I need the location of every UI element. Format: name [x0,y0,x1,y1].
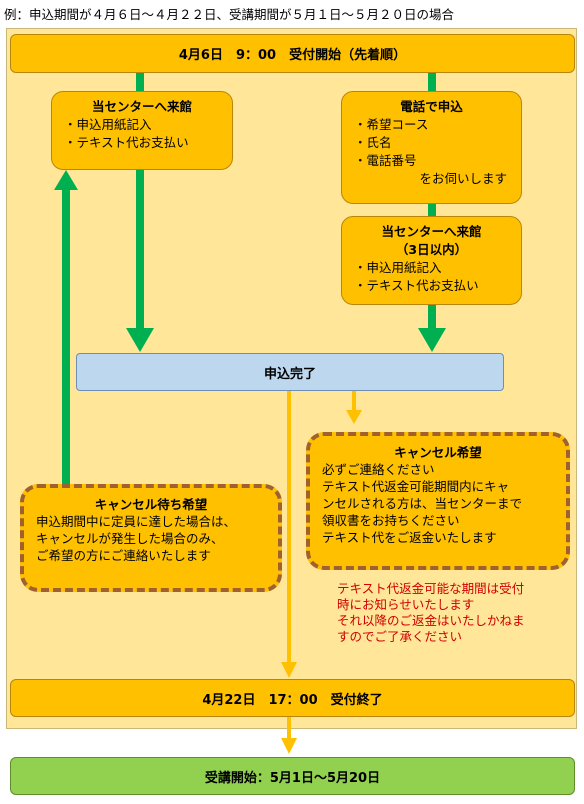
visit-within-3days-box: 当センターへ来館 （3日以内） 申込用紙記入 テキスト代お支払い [341,216,522,305]
course-start-bar: 受講開始：5月1日〜5月20日 [10,757,575,795]
phone-apply-title: 電話で申込 [400,99,463,114]
refund-note-line: 時にお知らせいたします [337,597,475,612]
refund-note-line: それ以降のご返金はいたしかねま [337,613,525,628]
arrowhead-done-to-end [281,662,297,678]
phone-apply-item: 希望コース [352,116,511,134]
arrowhead-visit-to-done [126,328,154,352]
application-complete-bar: 申込完了 [76,353,504,391]
example-caption: 例：申込期間が４月６日〜４月２２日、受講期間が５月１日〜５月２０日の場合 [4,7,455,22]
refund-note: テキスト代返金可能な期間は受付 時にお知らせいたします それ以降のご返金はいたし… [337,581,577,645]
cancel-request-line: テキスト代返金可能期間内にキャ [322,479,510,494]
visit-center-item: 申込用紙記入 [62,116,222,134]
arrowhead-done-to-cancel [346,410,362,424]
visit3-item: テキスト代お支払い [352,277,511,295]
phone-apply-box: 電話で申込 希望コース 氏名 電話番号 をお伺いします [341,91,522,204]
visit-center-title: 当センターへ来館 [91,99,192,114]
phone-apply-item: 氏名 [352,134,511,152]
refund-note-line: テキスト代返金可能な期間は受付 [337,581,525,596]
arrowhead-waitlist-to-visit [54,170,78,190]
visit3-item: 申込用紙記入 [352,259,511,277]
visit-center-box: 当センターへ来館 申込用紙記入 テキスト代お支払い [51,91,233,170]
cancel-request-line: ンセルされる方は、当センターまで [322,496,523,511]
cancel-request-line: 必ずご連絡ください [322,462,435,477]
visit-center-item: テキスト代お支払い [62,134,222,152]
cancel-request-title: キャンセル希望 [394,445,482,460]
waitlist-request-box: キャンセル待ち希望 申込期間中に定員に達した場合は、 キャンセルが発生した場合の… [20,484,282,592]
cancel-request-line: テキスト代をご返金いたします [322,530,497,545]
waitlist-line: ご希望の方にご連絡いたします [36,548,211,563]
visit3-title: 当センターへ来館 [381,224,482,239]
phone-apply-item: 電話番号 [352,152,511,170]
waitlist-line: 申込期間中に定員に達した場合は、 [36,514,237,529]
cancel-request-line: 領収書をお持ちください [322,513,460,528]
phone-apply-tail: をお伺いします [419,171,507,186]
waitlist-line: キャンセルが発生した場合のみ、 [36,531,224,546]
reception-end-bar: 4月22日 17：00 受付終了 [10,679,575,717]
cancel-request-box: キャンセル希望 必ずご連絡ください テキスト代返金可能期間内にキャ ンセルされる… [306,432,570,570]
reception-start-bar: 4月6日 9：00 受付開始（先着順） [10,34,575,73]
waitlist-title: キャンセル待ち希望 [94,497,208,512]
arrowhead-end-to-start [281,738,297,754]
arrowhead-visit3-to-done [418,328,446,352]
refund-note-line: すのでご了承ください [337,629,463,644]
visit3-subtitle: （3日以内） [395,242,468,257]
